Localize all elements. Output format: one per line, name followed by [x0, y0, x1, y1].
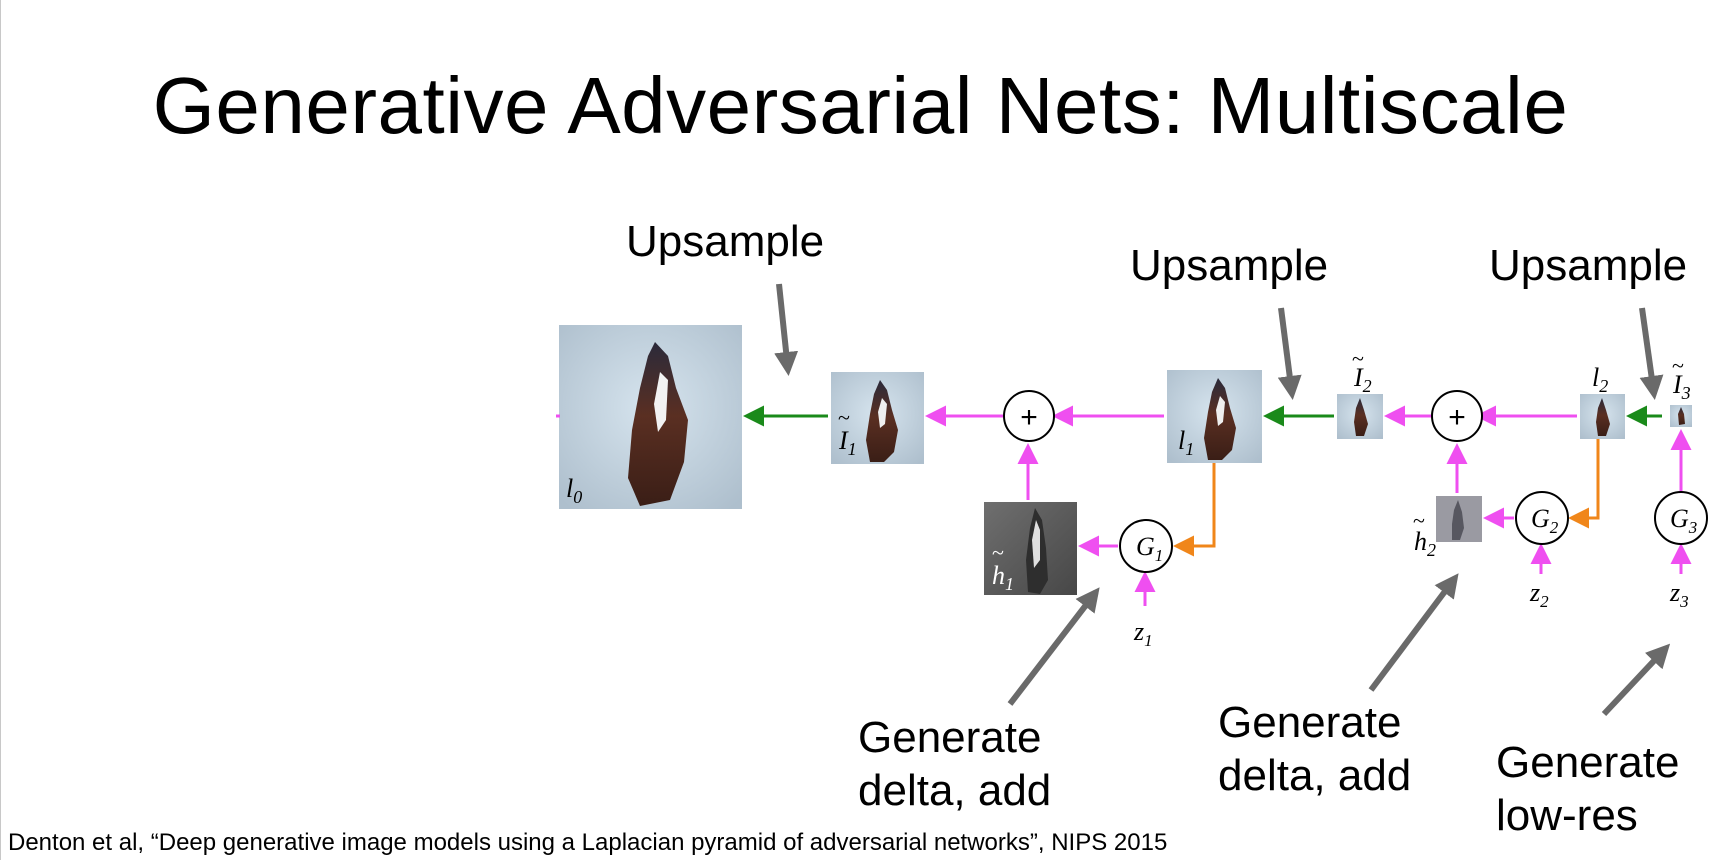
image-I1-tilde	[831, 372, 924, 464]
generator-G2: G2	[1515, 491, 1569, 545]
callout-generate-low-res: Generate low-res	[1496, 737, 1679, 843]
callout-upsample-left: Upsample	[626, 217, 825, 266]
label-l1: l1	[1178, 426, 1194, 459]
callout-upsample-middle: Upsample	[1130, 241, 1329, 290]
label-z1: z1	[1133, 617, 1153, 650]
callout-generate-delta-2-line2: delta, add	[1218, 750, 1412, 800]
callout-generate-delta-1: Generate delta, add	[858, 712, 1051, 818]
image-l0	[559, 325, 742, 509]
image-I2-tilde	[1337, 394, 1383, 439]
callout-generate-delta-1-line1: Generate	[858, 713, 1042, 762]
plus-symbol-2: +	[1448, 401, 1466, 434]
tilde-h1: ~	[992, 540, 1004, 565]
callout-arrow-upsample-middle	[1277, 307, 1302, 400]
callout-upsample-right: Upsample	[1489, 241, 1688, 290]
slide-title: Generative Adversarial Nets: Multiscale	[152, 61, 1569, 150]
callout-arrow-generate-low-res	[1601, 643, 1671, 717]
plus-node-1: +	[1003, 390, 1055, 442]
tilde-I3: ~	[1672, 353, 1684, 378]
label-l2: l2	[1592, 363, 1608, 396]
label-G3: G3	[1670, 504, 1697, 537]
image-l1	[1167, 370, 1262, 463]
image-h1-tilde	[984, 502, 1077, 595]
label-l0: l0	[566, 474, 582, 507]
label-I1-tilde: I1	[838, 426, 857, 459]
callout-generate-delta-1-line2: delta, add	[858, 765, 1052, 815]
generator-G1: G1	[1119, 519, 1173, 573]
label-z2: z2	[1529, 578, 1549, 611]
image-I3-tilde	[1670, 405, 1692, 427]
label-G1: G1	[1136, 532, 1163, 565]
slide-left-edge	[0, 0, 1, 860]
citation: Denton et al, “Deep generative image mod…	[8, 829, 1168, 856]
label-h1-tilde: h1	[992, 561, 1014, 594]
arrow-l2-condition-G2	[1568, 439, 1600, 529]
label-I2-tilde: I2	[1353, 363, 1372, 396]
label-h2-tilde: h2	[1414, 527, 1436, 560]
callout-generate-low-res-line1: Generate	[1496, 738, 1680, 787]
callout-generate-low-res-line2: low-res	[1496, 790, 1638, 840]
callout-arrow-upsample-left	[774, 283, 799, 376]
callout-arrow-generate-delta-1	[1007, 587, 1100, 706]
label-G2: G2	[1531, 504, 1559, 537]
tilde-I1: ~	[838, 405, 850, 430]
image-h2-tilde	[1436, 496, 1482, 542]
callout-arrow-generate-delta-2	[1368, 573, 1459, 692]
tilde-I2: ~	[1352, 346, 1364, 371]
callout-generate-delta-2: Generate delta, add	[1218, 697, 1411, 803]
callout-generate-delta-2-line1: Generate	[1218, 698, 1402, 747]
label-z3: z3	[1669, 578, 1689, 611]
generator-G3: G3	[1654, 491, 1708, 545]
tilde-h2: ~	[1413, 508, 1425, 533]
image-l2	[1580, 394, 1625, 439]
plus-node-2: +	[1431, 390, 1483, 442]
arrow-l1-condition-G1	[1173, 463, 1216, 557]
plus-symbol-1: +	[1020, 401, 1038, 434]
callout-arrow-upsample-right	[1639, 307, 1664, 400]
label-I3-tilde: I3	[1672, 370, 1691, 403]
